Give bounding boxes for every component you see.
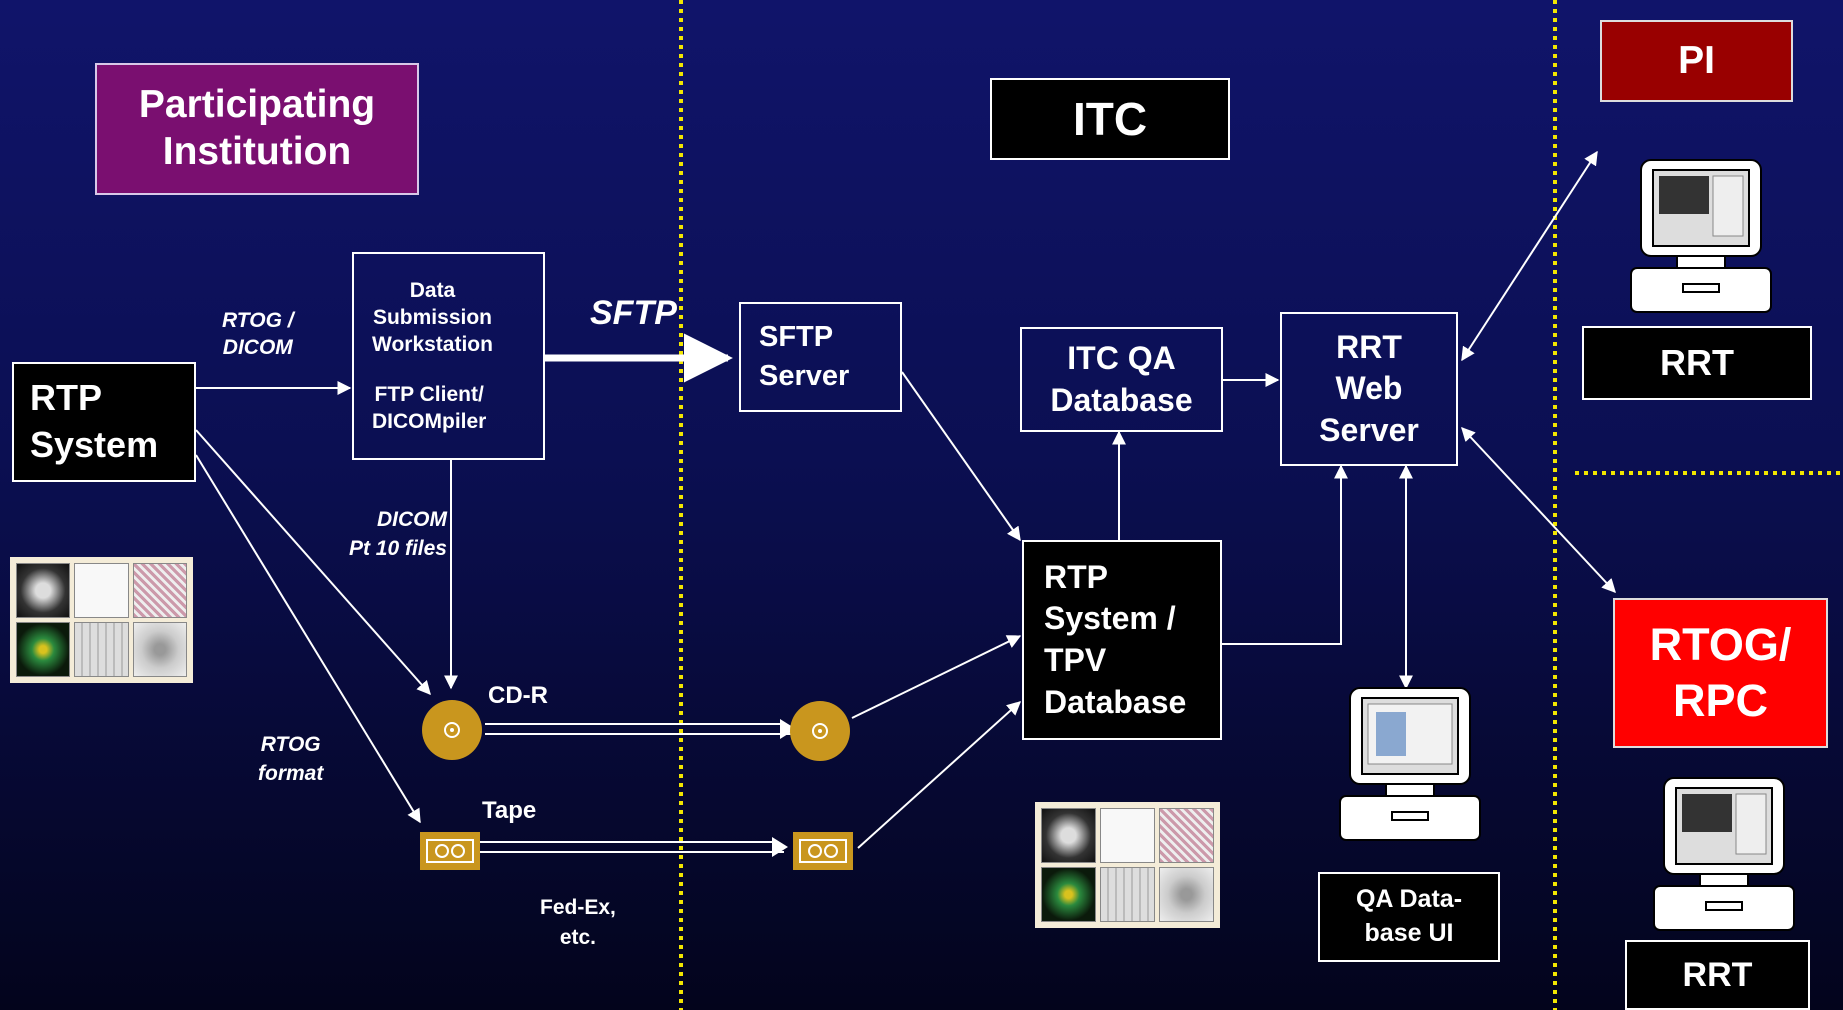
thumb-ct [16,563,71,618]
rrt-pi-label: RRT [1582,326,1812,400]
thumb-table [74,622,129,677]
workstation-title: Data Submission Workstation [372,278,493,357]
rtp-tpv-database-node: RTP System / TPV Database [1022,540,1222,740]
rrt-rtog-label: RRT [1625,940,1810,1010]
data-submission-workstation: Data Submission Workstation FTP Client/ … [352,252,545,460]
qa-database-ui-label: QA Data- base UI [1318,872,1500,962]
arrow-rrt-pi [1461,150,1598,362]
arrow-rtp-to-cd [195,429,431,696]
computer-icon [1653,777,1795,931]
computer-icon [1339,687,1481,841]
image-thumbnails [1035,802,1220,928]
image-thumbnails [10,557,193,683]
thumb-dvh [1159,808,1214,863]
thumb-dvh [132,563,187,618]
cd-r-label: CD-R [488,682,548,709]
arrow-sftp-to-tpv [901,371,1021,542]
itc-qa-database-node: ITC QA Database [1020,327,1223,432]
fedex-label: Fed-Ex, etc. [540,896,616,950]
arrow-rtp-to-tape [195,454,421,824]
arrow-cd-head [780,719,796,739]
thumb-dose [1041,867,1096,922]
arrow-tape-to-tpv [857,701,1022,849]
tape-label: Tape [482,797,537,824]
itc-header: ITC [990,78,1230,160]
rrt-web-server-node: RRT Web Server [1280,312,1458,466]
rtp-system-node: RTP System [12,362,196,482]
arrow-tape-head [772,837,788,857]
thumb-ct [1041,808,1096,863]
thumb-outline [1100,808,1155,863]
rtog-dicom-label: RTOG / DICOM [222,309,294,360]
thumb-outline [74,563,129,618]
tape-icon [793,832,853,870]
sftp-label: SFTP [590,294,677,332]
arrow-rrt-rtog [1461,426,1616,594]
rtog-rpc-header: RTOG/ RPC [1613,598,1828,748]
cd-icon [790,701,850,761]
rtog-format-label: RTOG format [258,733,324,786]
thumb-scan [1159,867,1214,922]
arrow-tpv-to-rrt [1222,464,1348,645]
workstation-subtitle: FTP Client/ DICOMpiler [372,382,487,433]
dicom-pt10-label: DICOM Pt 10 files [348,508,447,561]
computer-icon [1630,159,1772,313]
arrow-cd-to-tpv [851,635,1022,719]
cd-icon [422,700,482,760]
thumb-scan [132,622,187,677]
pi-header: PI [1600,20,1793,102]
participating-institution-header: Participating Institution [95,63,419,195]
tape-icon [420,832,480,870]
sftp-server-node: SFTP Server [739,302,902,412]
thumb-dose [16,622,71,677]
thumb-table [1100,867,1155,922]
